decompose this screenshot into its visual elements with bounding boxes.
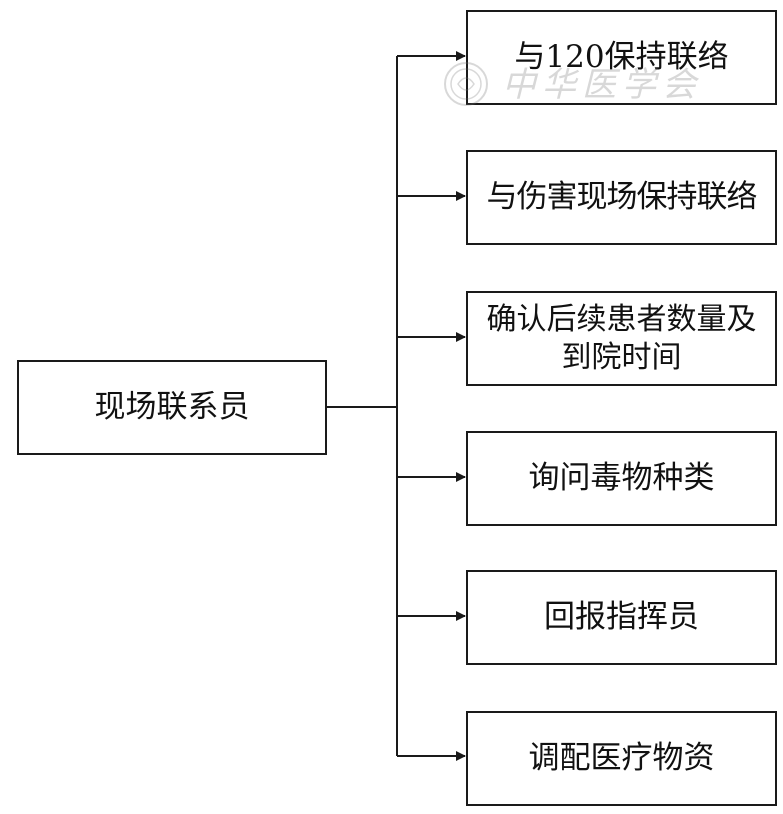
child-node-poison-type: 询问毒物种类 <box>466 431 777 526</box>
child-node-label: 与伤害现场保持联络 <box>486 179 758 216</box>
root-node-label: 现场联系员 <box>94 389 250 426</box>
child-node-report-commander: 回报指挥员 <box>466 570 777 665</box>
child-node-label: 调配医疗物资 <box>528 740 715 777</box>
child-node-label: 询问毒物种类 <box>528 460 715 497</box>
child-node-label: 回报指挥员 <box>544 599 699 636</box>
child-node-allocate-supplies: 调配医疗物资 <box>466 711 777 806</box>
child-node-label: 确认后续患者数量及到院时间 <box>486 302 757 375</box>
child-node-label: 与120保持联络 <box>514 39 729 76</box>
child-node-contact-120: 与120保持联络 <box>466 10 777 105</box>
root-node: 现场联系员 <box>17 360 327 455</box>
child-node-contact-scene: 与伤害现场保持联络 <box>466 150 777 245</box>
child-node-confirm-patients: 确认后续患者数量及到院时间 <box>466 291 777 386</box>
